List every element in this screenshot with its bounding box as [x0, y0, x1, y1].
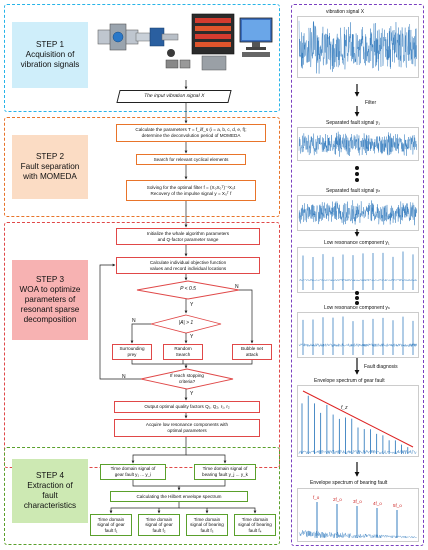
sensor-icon — [97, 23, 151, 51]
acquire-components-node: Acquire low resonance components with op… — [114, 419, 260, 437]
decision-p-diamond — [136, 280, 240, 300]
svg-text:4f_o: 4f_o — [373, 501, 382, 506]
output-gear-f1-node: Time domain signal of gear fault f₁ — [90, 514, 132, 536]
decision-stop-label: If reach stopping criteria? — [170, 373, 204, 384]
right-panel — [291, 4, 424, 546]
step3-label: STEP 3 WOA to optimize parameters of res… — [12, 260, 88, 340]
acquisition-devices — [97, 13, 273, 71]
label-separated-y1: Separated fault signal y₁ — [326, 120, 380, 126]
output-bearing-f4-node: Time domain signal of bearing fault f₄ — [234, 514, 276, 536]
label-no-stop: N — [122, 374, 126, 380]
output-quality-node: Output optimal quality factors Q₁, Q₂, r… — [114, 401, 260, 413]
label-filter: Filter — [365, 100, 377, 106]
label-no-a: N — [132, 318, 136, 324]
label-yes-p: Y — [190, 302, 194, 308]
label-yes-stop: Y — [190, 391, 194, 397]
separated-yn-plot — [297, 195, 419, 231]
decision-a-label: |A| > 1 — [178, 320, 194, 326]
output-gear-f2-node: Time domain signal of gear fault f₂ — [138, 514, 180, 536]
output-bearing-f3-node: Time domain signal of bearing fault f₃ — [186, 514, 228, 536]
step4-label: STEP 4 Extraction of fault characteristi… — [12, 459, 88, 523]
init-whale-node: Initialize the whale algorithm parameter… — [116, 228, 260, 245]
step1-section — [4, 4, 280, 112]
decision-stop-diamond — [140, 368, 234, 390]
svg-text:5f_o: 5f_o — [393, 503, 402, 508]
label-vibration-signal: vibration signal X — [326, 9, 365, 15]
decision-p-label: P < 0.5 — [180, 286, 196, 292]
solve-filter-node: Solving for the optimal filter f = (X₀X₀… — [126, 180, 256, 201]
svg-text:3f_o: 3f_o — [353, 499, 362, 504]
step2-label: STEP 2 Fault separation with MOMEDA — [12, 135, 88, 199]
label-envelope-bearing: Envelope spectrum of bearing fault — [310, 480, 388, 486]
calc-objective-node: Calculate individual objective function … — [116, 257, 260, 274]
daq-icon — [191, 13, 235, 71]
envelope-bearing-plot: f_o 2f_o 3f_o 4f_o 5f_o — [297, 488, 419, 542]
svg-text:2f_o: 2f_o — [333, 497, 342, 502]
search-node: Search for relevant cyclical elements — [136, 154, 246, 165]
envelope-gear-plot: f_z — [297, 385, 419, 457]
label-envelope-gear: Envelope spectrum of gear fault — [314, 378, 385, 384]
separated-y1-plot — [297, 127, 419, 161]
random-search-node: Random Search — [163, 344, 203, 360]
bubble-net-node: Bubble net attack — [232, 344, 272, 360]
svg-text:f_o: f_o — [313, 495, 320, 500]
hilbert-node: Calculating the Hilbert envelope spectru… — [110, 491, 248, 502]
input-signal-node: The input vibration signal X — [116, 90, 232, 103]
amplifier-icon — [149, 27, 191, 69]
calc-params-node: Calculate the parameters T = f_i/f_s (i … — [116, 124, 266, 142]
label-fault-diagnosis: Fault diagnosis — [364, 364, 398, 370]
step2-section — [4, 117, 280, 217]
bearing-signal-node: Time domain signal of bearing fault y_j … — [194, 464, 256, 480]
label-low-resonance-yn: Low resonance component yₙ — [324, 305, 390, 311]
label-no-p: N — [235, 284, 239, 290]
label-low-resonance-y1: Low resonance component y₁ — [324, 240, 390, 246]
low-resonance-y1-plot — [297, 247, 419, 293]
surrounding-prey-node: Surrounding prey — [112, 344, 152, 360]
gear-signal-node: Time domain signal of gear fault y₁ ... … — [100, 464, 166, 480]
computer-icon — [239, 17, 273, 57]
vibration-signal-plot — [297, 16, 419, 78]
step1-label: STEP 1 Acquisition of vibration signals — [12, 22, 88, 88]
svg-text:f_z: f_z — [341, 405, 348, 411]
label-separated-yn: Separated fault signal yₙ — [326, 188, 381, 194]
label-yes-a: Y — [190, 334, 194, 340]
low-resonance-yn-plot — [297, 312, 419, 358]
